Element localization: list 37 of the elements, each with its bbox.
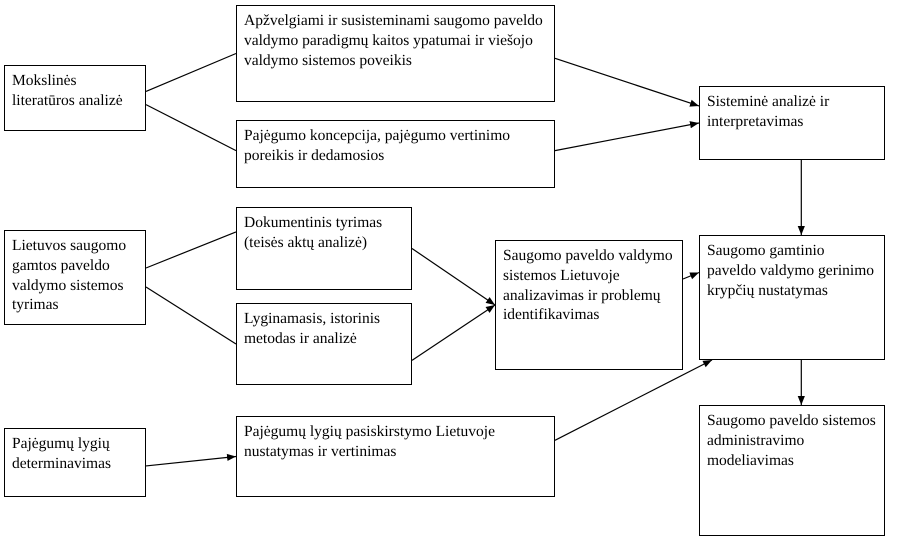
arrow	[412, 248, 496, 306]
arrow	[146, 454, 236, 467]
process-box	[236, 303, 412, 385]
connector-line	[146, 52, 236, 92]
box-text: Saugomo paveldo valdymo sistemos Lietuvoje analizavimas ir problemų identifikavimas	[503, 247, 673, 324]
process-box	[236, 120, 555, 188]
box-text: Sisteminė analizė ir interpretavimas	[707, 93, 830, 130]
process-box	[236, 207, 412, 290]
box-text: Pajėgumų lygių pasiskirstymo Lietuvoje nustatymas ir vertinimas	[244, 423, 495, 460]
process-box	[4, 65, 146, 131]
process-box	[495, 240, 683, 370]
box-text: Saugomo paveldo sistemos administravimo modeliavimas	[707, 412, 876, 469]
connector-line	[146, 286, 236, 344]
connector-line	[146, 104, 236, 152]
connector-line	[146, 231, 236, 269]
box-text: Pajėgumų lygių determinavimas	[12, 435, 111, 472]
box-text: Apžvelgiami ir susisteminami saugomo paveldo valdymo paradigmų kaitos ypatumai ir viešojo valdymo sistemos poveikis	[244, 12, 543, 69]
box-text: Saugomo gamtinio paveldo valdymo gerinimo krypčių nustatymas	[707, 242, 874, 299]
process-box	[236, 416, 555, 497]
arrow	[412, 304, 496, 361]
process-box	[4, 230, 146, 325]
arrow	[682, 272, 700, 280]
process-box	[236, 5, 555, 102]
box-text: Dokumentinis tyrimas (teisės aktų analizė)	[244, 214, 382, 251]
box-text: Lyginamasis, istorinis metodas ir analizė	[244, 310, 380, 347]
arrow	[554, 121, 700, 152]
process-box	[699, 405, 885, 536]
arrow	[554, 359, 712, 441]
process-box	[4, 428, 146, 497]
arrow	[798, 160, 805, 235]
arrow	[798, 360, 805, 405]
box-text: Mokslinės literatūros analizė	[12, 72, 123, 109]
process-box	[699, 235, 885, 360]
box-text: Lietuvos saugomo gamtos paveldo valdymo sistemos tyrimas	[12, 237, 126, 314]
box-text: Pajėgumo koncepcija, pajėgumo vertinimo poreikis ir dedamosios	[244, 127, 510, 164]
process-box	[699, 86, 885, 160]
arrow	[554, 58, 700, 107]
